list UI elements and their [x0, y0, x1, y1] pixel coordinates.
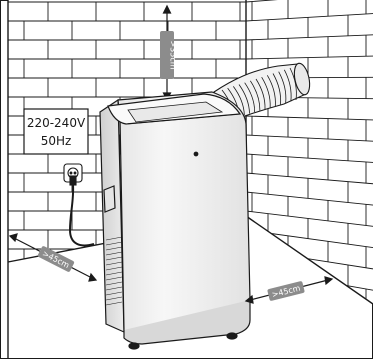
frequency-label: 50Hz: [41, 134, 72, 148]
power-label-box: 220-240V 50Hz: [24, 109, 88, 154]
portable-air-conditioner: [100, 92, 250, 349]
wall-socket: [64, 164, 82, 185]
voltage-label: 220-240V: [27, 116, 86, 130]
top-clearance-label: >35cm: [169, 40, 178, 69]
